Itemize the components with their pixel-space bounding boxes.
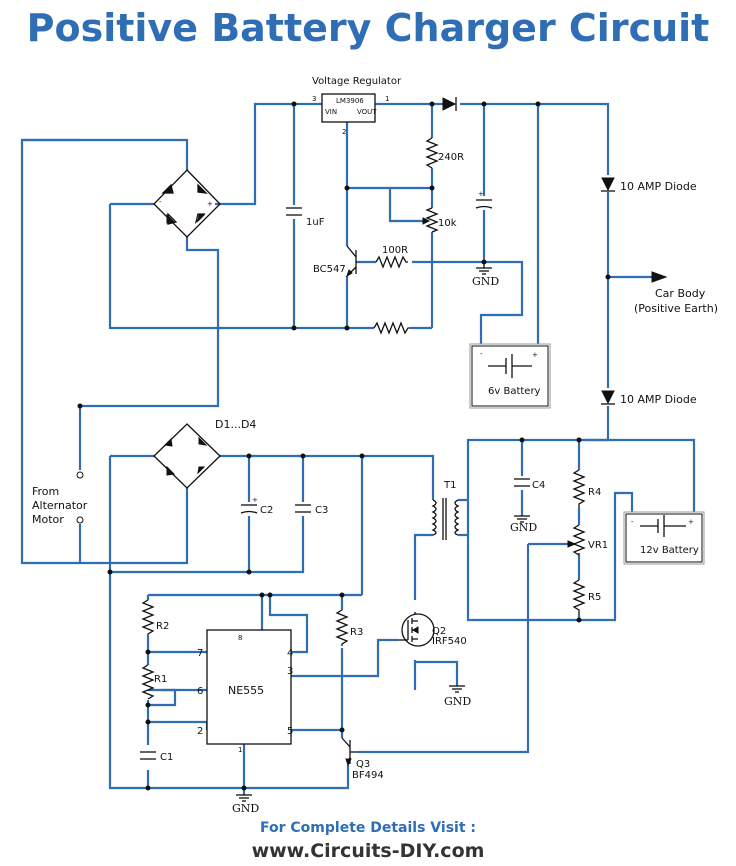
gnd-q2-label: GND [444, 695, 471, 708]
motor-label: Motor [32, 513, 64, 526]
resistor-r3: R3 [335, 609, 363, 646]
resistor-r5: R5 [572, 579, 601, 615]
gnd-bottom: GND [232, 794, 259, 815]
gnd-bottom-label: GND [232, 802, 259, 815]
transformer-t1: T1 [431, 480, 468, 540]
res-100r-label: 100R [382, 245, 408, 256]
capacitor-c3: C3 [293, 502, 328, 516]
diode-10a-bottom: 10 AMP Diode [601, 390, 697, 406]
alternator-terminals: From Alternator Motor [32, 471, 88, 526]
voltage-regulator-label: Voltage Regulator [312, 76, 402, 87]
resistor-r2: R2 [141, 599, 169, 636]
output-diode [442, 97, 457, 111]
c2-label: C2 [260, 505, 273, 516]
battery-12v: - + 12v Battery [623, 511, 705, 565]
battery-6v-label: 6v Battery [488, 386, 541, 397]
ne555-chip: NE555 8 4 7 3 6 2 5 1 [197, 629, 293, 754]
ne555-pin5: 5 [287, 726, 293, 737]
transistor-q3: Q3 BF494 [341, 737, 384, 781]
wires [20, 102, 696, 795]
bc547-label: BC547 [313, 264, 346, 275]
gnd-q2: GND [444, 685, 471, 708]
d1d4-label: D1...D4 [215, 418, 256, 431]
bf494-label: BF494 [352, 770, 384, 781]
irf540-label: IRF540 [432, 636, 467, 647]
c3-label: C3 [315, 505, 328, 516]
r5-label: R5 [588, 592, 601, 603]
capacitor-c1: C1 [138, 749, 173, 763]
capacitor-c2: + C2 [239, 496, 273, 516]
alternator-label: Alternator [32, 499, 88, 512]
battery-12v-minus: - [631, 518, 634, 526]
resistor-r1: R1 [141, 664, 167, 700]
resistor-100r: 100R [375, 245, 408, 269]
diode-10a-bottom-label: 10 AMP Diode [620, 393, 697, 406]
potentiometer-vr1: VR1 [567, 524, 608, 556]
regulator-pin2-label: 2 [342, 128, 346, 136]
svg-text:+: + [478, 190, 484, 198]
gnd-upper-label: GND [472, 275, 499, 288]
svg-text:+: + [252, 496, 258, 504]
c1-label: C1 [160, 752, 173, 763]
voltage-regulator: Voltage Regulator LM3906 VIN VOUT 3 1 2 [312, 76, 402, 136]
pot-10k: 10k [422, 207, 457, 233]
diode-10a-top: 10 AMP Diode [601, 177, 697, 193]
q3-label: Q3 [356, 759, 370, 770]
page-title: Positive Battery Charger Circuit [26, 6, 710, 50]
battery-12v-label: 12v Battery [640, 545, 699, 556]
vin-label: VIN [325, 108, 337, 116]
battery-6v-plus: + [532, 351, 538, 359]
ne555-pin7: 7 [197, 648, 203, 659]
car-body-label: Car Body [655, 287, 706, 300]
diode-10a-top-label: 10 AMP Diode [620, 180, 697, 193]
regulator-part-label: LM3906 [336, 97, 364, 105]
battery-6v-minus: - [480, 350, 483, 358]
resistor-bottom-upper [373, 320, 410, 336]
vr1-label: VR1 [588, 540, 608, 551]
electrolytic-capacitor-upper: + [474, 190, 494, 210]
ne555-label: NE555 [228, 684, 264, 697]
battery-12v-plus: + [688, 518, 694, 526]
regulator-pin1-label: 1 [385, 95, 389, 103]
res-240r-label: 240R [438, 152, 464, 163]
capacitor-c4: C4 [512, 476, 545, 491]
c4-label: C4 [532, 480, 545, 491]
vout-label: VOUT [357, 108, 377, 116]
resistor-240r: 240R [425, 137, 464, 169]
regulator-pin3-label: 3 [312, 95, 316, 103]
r1-label: R1 [154, 674, 167, 685]
ne555-pin3: 3 [287, 666, 293, 677]
gnd-c4-label: GND [510, 521, 537, 534]
q2-label: Q2 [432, 626, 446, 637]
t1-label: T1 [443, 480, 456, 491]
car-body-arrow: Car Body (Positive Earth) [634, 271, 718, 315]
junction-dots [77, 101, 611, 791]
transistor-bc547: BC547 [313, 245, 357, 278]
svg-text:-: - [159, 198, 162, 206]
resistor-r4: R4 [572, 469, 601, 508]
battery-6v: - + 6v Battery [469, 343, 551, 409]
footer-url-link[interactable]: www.Circuits-DIY.com [251, 840, 485, 862]
r2-label: R2 [156, 621, 169, 632]
upper-bridge-rectifier: - + [153, 169, 221, 238]
footer-visit-text: For Complete Details Visit : [260, 820, 476, 836]
r3-label: R3 [350, 627, 363, 638]
lower-bridge-rectifier: D1...D4 [153, 418, 256, 489]
pot-10k-label: 10k [438, 218, 457, 229]
ne555-pin8: 8 [238, 634, 242, 642]
r4-label: R4 [588, 487, 601, 498]
ne555-pin6: 6 [197, 686, 203, 697]
positive-earth-label: (Positive Earth) [634, 302, 718, 315]
capacitor-1uf: 1uF [284, 205, 325, 228]
cap-1uf-label: 1uF [306, 217, 325, 228]
ne555-pin1: 1 [238, 746, 242, 754]
gnd-c4: GND [510, 515, 537, 534]
ne555-pin4: 4 [287, 648, 293, 659]
mosfet-q2: Q2 IRF540 [398, 613, 467, 647]
svg-text:+: + [207, 200, 213, 208]
ne555-pin2: 2 [197, 726, 203, 737]
from-label: From [32, 485, 59, 498]
